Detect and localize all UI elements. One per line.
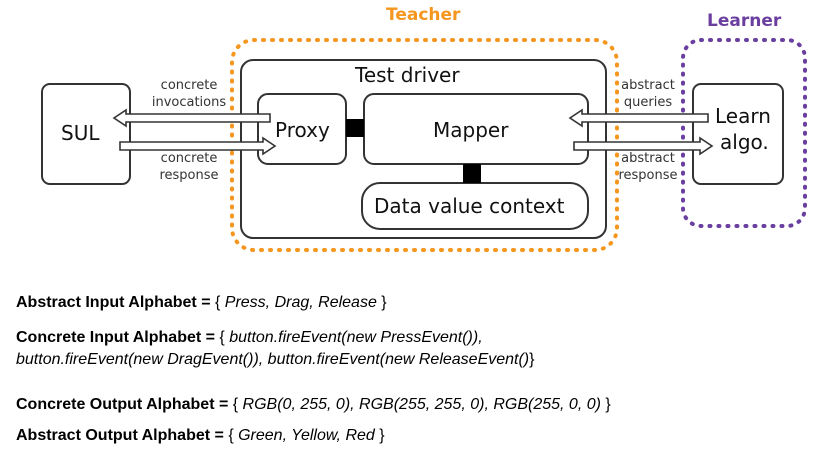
- abstract-queries-label: abstract queries: [614, 77, 682, 111]
- abstract-response-line2: response: [618, 168, 678, 183]
- concrete-input-items-1: button.fireEvent(new PressEvent()),: [229, 329, 483, 346]
- concrete-input-line-1: Concrete Input Alphabet = { button.fireE…: [16, 327, 534, 349]
- proxy-mapper-connector: [346, 119, 364, 137]
- concrete-response-line1: concrete: [160, 151, 218, 166]
- abstract-output-items: Green, Yellow, Red: [238, 427, 375, 444]
- abstract-input-close: }: [376, 294, 387, 311]
- learn-algo-box: [692, 83, 784, 185]
- test-driver-label: Test driver: [355, 63, 460, 87]
- concrete-invocations-line1: concrete: [160, 78, 218, 93]
- concrete-output-close: }: [600, 396, 611, 413]
- concrete-input-line-2: button.fireEvent(new DragEvent()), butto…: [16, 349, 534, 371]
- abstract-input-items: Press, Drag, Release: [224, 294, 377, 311]
- concrete-output-alphabet: Concrete Output Alphabet = { RGB(0, 255,…: [16, 394, 611, 416]
- sul-label: SUL: [61, 121, 100, 145]
- teacher-title: Teacher: [386, 5, 461, 25]
- abstract-output-equals: =: [210, 427, 229, 444]
- concrete-input-items-2: button.fireEvent(new DragEvent()), butto…: [16, 351, 530, 368]
- abstract-queries-line2: queries: [623, 95, 673, 110]
- abstract-response-line1: abstract: [621, 151, 675, 166]
- data-value-context-label: Data value context: [374, 194, 565, 218]
- concrete-response-label: concrete response: [148, 150, 230, 184]
- concrete-response-arrow: [119, 136, 277, 156]
- concrete-invocations-arrow: [112, 108, 271, 128]
- abstract-queries-line1: abstract: [621, 78, 675, 93]
- concrete-output-label: Concrete Output Alphabet =: [16, 396, 233, 413]
- abstract-output-close: }: [374, 427, 385, 444]
- concrete-input-alphabet: Concrete Input Alphabet = { button.fireE…: [16, 327, 534, 371]
- abstract-output-label: Abstract Output Alphabet: [16, 427, 211, 444]
- concrete-input-close: }: [529, 351, 535, 368]
- mapper-context-connector: [463, 164, 481, 183]
- abstract-input-label: Abstract Input Alphabet: [16, 294, 197, 311]
- abstract-input-equals: =: [196, 294, 215, 311]
- learner-boundary: [681, 38, 807, 228]
- concrete-input-label: Concrete Input Alphabet =: [16, 329, 220, 346]
- abstract-queries-arrow: [568, 108, 709, 128]
- learning-setup-diagram: Teacher Learner SUL Test driver Proxy Ma…: [41, 5, 807, 252]
- concrete-invocations-label: concrete invocations: [148, 77, 230, 111]
- mapper-label: Mapper: [433, 118, 509, 142]
- learn-algo-label-line1: Learn: [715, 104, 771, 128]
- abstract-input-open: {: [214, 294, 225, 311]
- learner-title: Learner: [707, 11, 782, 31]
- proxy-label: Proxy: [275, 118, 330, 142]
- abstract-output-alphabet: Abstract Output Alphabet = { Green, Yell…: [16, 425, 385, 447]
- concrete-invocations-line2: invocations: [151, 95, 227, 110]
- abstract-response-label: abstract response: [614, 150, 682, 184]
- abstract-response-arrow: [573, 136, 714, 156]
- learn-algo-label-line2: algo.: [720, 130, 769, 154]
- diagram-svg: [41, 38, 807, 252]
- concrete-input-open: {: [219, 329, 230, 346]
- sul-box: [41, 83, 131, 185]
- abstract-output-open: {: [228, 427, 239, 444]
- concrete-response-line2: response: [159, 168, 219, 183]
- concrete-output-items: RGB(0, 255, 0), RGB(255, 255, 0), RGB(25…: [242, 396, 601, 413]
- concrete-output-open: {: [232, 396, 243, 413]
- abstract-input-alphabet: Abstract Input Alphabet = { Press, Drag,…: [16, 292, 387, 314]
